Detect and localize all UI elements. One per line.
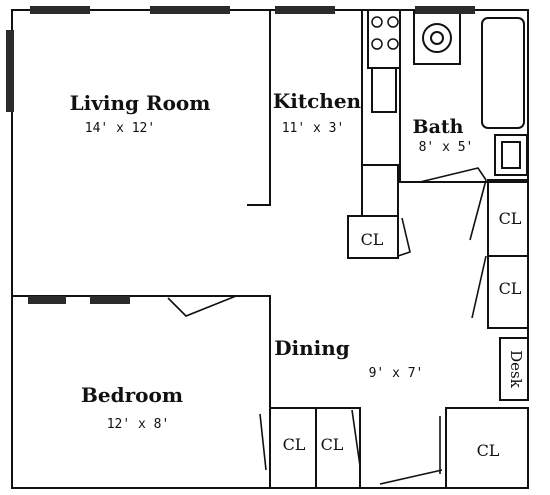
bedroom-closet-left-label: CL	[283, 435, 306, 454]
kitchen-closet-label: CL	[361, 230, 384, 249]
bath-label: Bath	[413, 116, 464, 138]
living-room-dims: 14' x 12'	[85, 121, 155, 136]
hall-closet-lower-label: CL	[499, 279, 522, 298]
bath-sink	[413, 11, 461, 65]
door-swing	[167, 295, 237, 317]
stove-burner	[371, 38, 383, 50]
hall-closet-upper-label: CL	[499, 209, 522, 228]
bedroom-dims: 12' x 8'	[107, 417, 170, 432]
stove-burner	[387, 16, 399, 28]
bath-sink-drain	[430, 31, 444, 45]
kitchen-counter-end	[361, 164, 399, 217]
bath-dims: 8' x 5'	[419, 140, 474, 155]
living-kitchen-wall	[247, 9, 271, 206]
window	[275, 6, 335, 14]
kitchen-dims: 11' x 3'	[282, 121, 345, 136]
door-swing	[419, 167, 487, 183]
toilet-tank	[494, 134, 528, 176]
bedroom-label: Bedroom	[81, 383, 183, 407]
bath-sink-basin	[422, 23, 452, 53]
window	[28, 296, 66, 304]
kitchen-label: Kitchen	[273, 89, 362, 113]
toilet-bowl	[501, 141, 521, 169]
door-swing	[379, 469, 443, 485]
living-room-label: Living Room	[70, 91, 211, 115]
window	[6, 30, 14, 112]
dining-label: Dining	[274, 336, 350, 360]
desk	[499, 337, 529, 401]
dining-dims: 9' x 7'	[369, 366, 424, 381]
bathtub	[481, 17, 525, 129]
bedroom-closet-right-label: CL	[321, 435, 344, 454]
desk-label: Desk	[507, 350, 525, 389]
dining-closet-label: CL	[477, 441, 500, 460]
hall-closet-lower	[487, 255, 529, 329]
stove-burner	[387, 38, 399, 50]
kitchen-sink	[371, 67, 397, 113]
door-swing	[259, 413, 267, 471]
window	[415, 6, 475, 14]
dining-closet	[445, 407, 529, 489]
window	[150, 6, 230, 14]
door-swing	[397, 217, 411, 257]
window	[90, 296, 130, 304]
kitchen-closet	[347, 215, 399, 259]
door-swing	[471, 255, 487, 319]
door-swing	[351, 409, 361, 467]
window	[30, 6, 90, 14]
door-swing	[469, 179, 487, 241]
stove-burner	[371, 16, 383, 28]
